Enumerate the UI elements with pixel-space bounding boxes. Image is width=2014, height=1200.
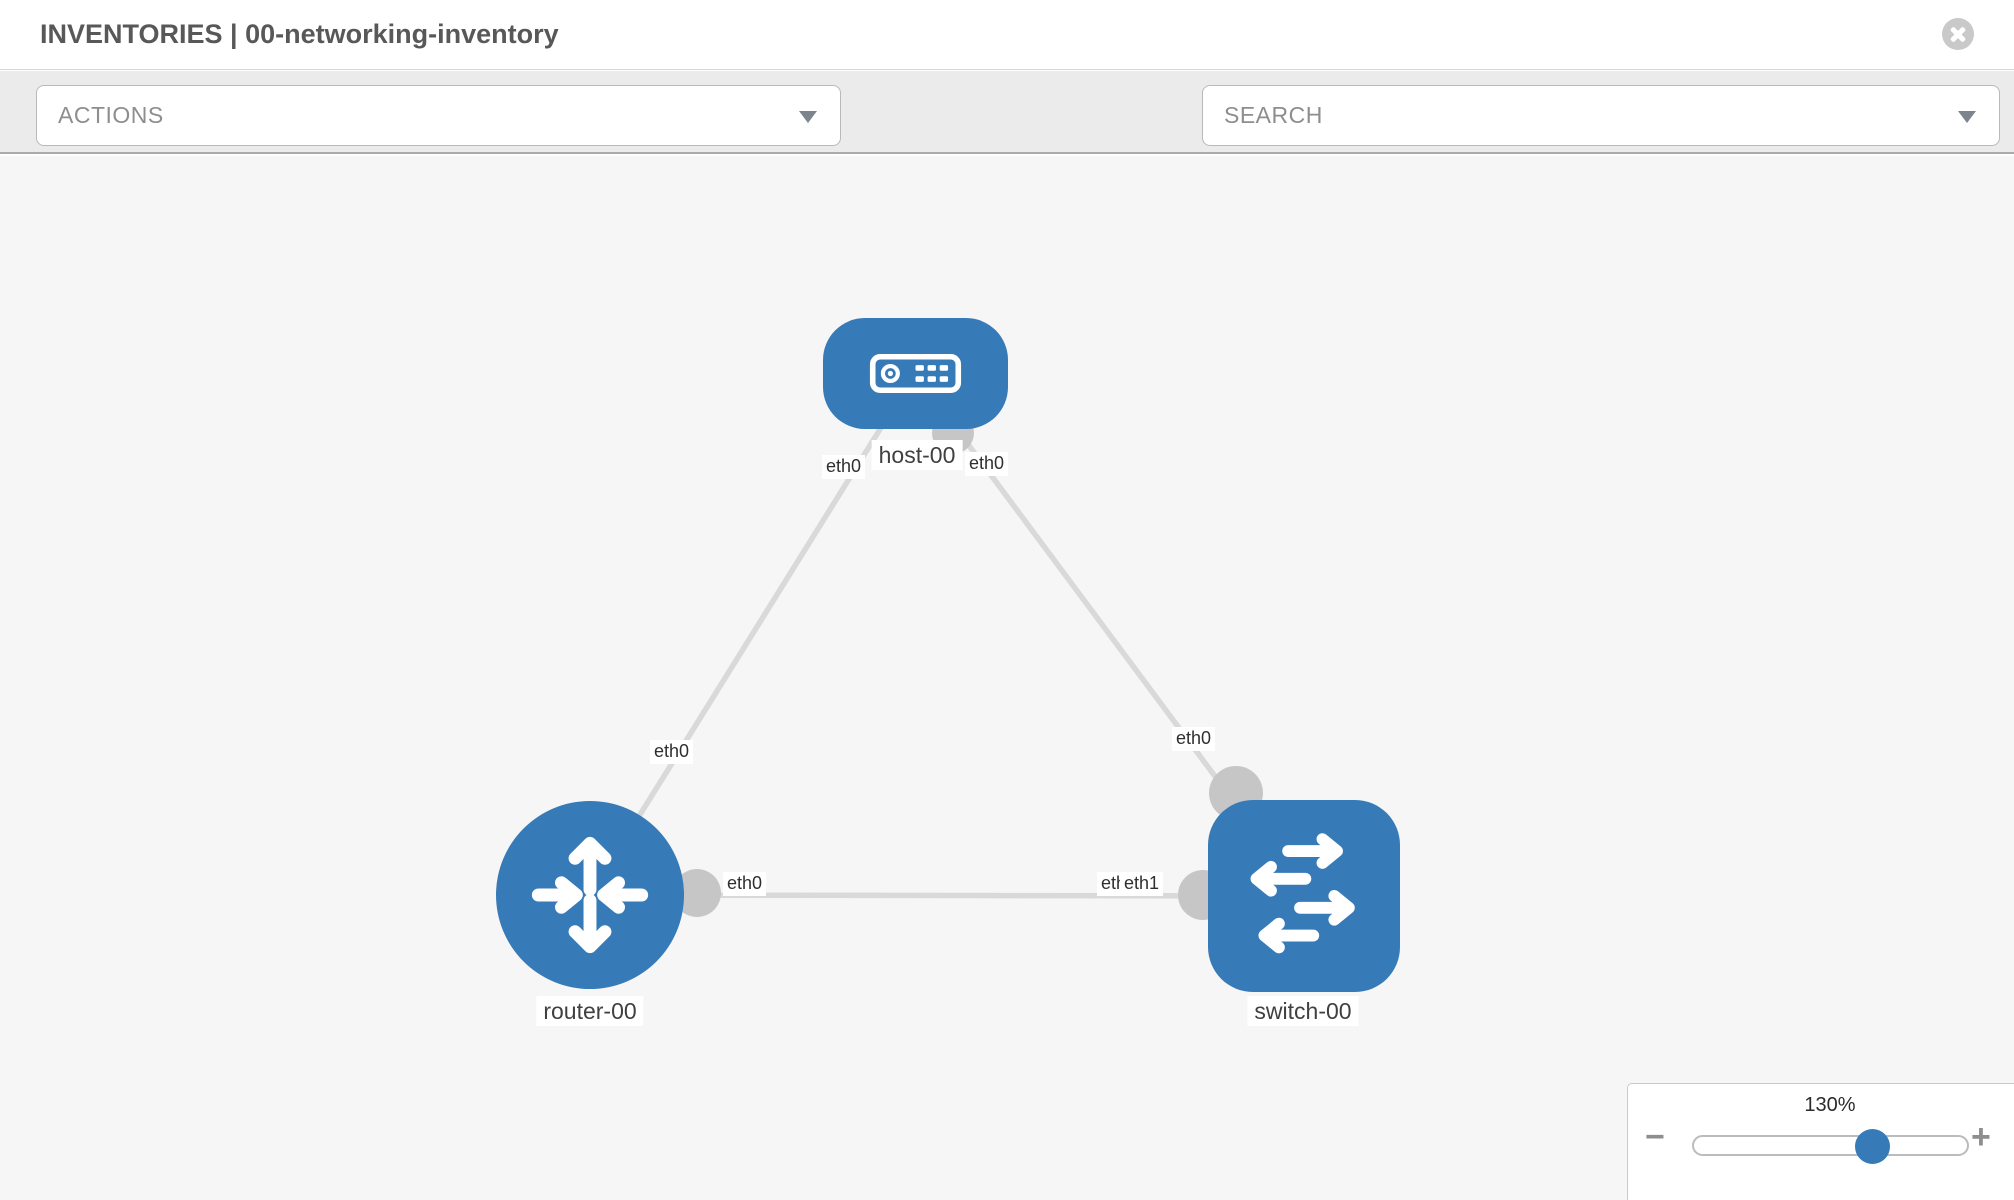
zoom-level-label: 130% [1804,1094,1856,1116]
zoom-panel: 130% − + [1627,1083,2014,1200]
iface-label-switch-eth1-left: eth1 [1120,872,1164,896]
page-title: INVENTORIES | 00-networking-inventory [40,19,559,49]
search-dropdown[interactable]: SEARCH [1202,85,2000,146]
close-icon [1942,18,1974,50]
router-icon [531,836,649,954]
chevron-down-icon [1958,111,1976,123]
zoom-out-button[interactable]: − [1645,1118,1665,1156]
node-label-switch: switch-00 [1247,996,1359,1027]
iface-label-router-eth0-right: eth0 [723,872,767,896]
switch-icon [1250,833,1355,954]
node-label-host: host-00 [871,440,963,471]
header: INVENTORIES | 00-networking-inventory [0,0,2014,70]
zoom-in-button[interactable]: + [1971,1118,1991,1156]
connector-router-eth0[interactable] [673,869,721,917]
close-button[interactable] [1942,18,1974,50]
node-router-00[interactable] [496,801,684,989]
actions-dropdown-label: ACTIONS [58,102,164,128]
toolbar: ACTIONS SEARCH [0,71,2014,203]
iface-label-host-eth0-right: eth0 [965,452,1009,476]
zoom-slider-track[interactable] [1692,1129,1969,1164]
iface-label-switch-eth0-top: eth0 [1172,727,1216,751]
zoom-slider-thumb[interactable] [1855,1129,1890,1164]
host-icon [869,353,962,394]
iface-label-router-eth0-top: eth0 [650,740,694,764]
interface-connectors [673,412,1263,920]
node-switch-00[interactable] [1208,800,1400,992]
search-dropdown-label: SEARCH [1224,102,1323,128]
topology-canvas[interactable]: host-00 router-00 switch-00 eth0 eth0 et… [0,156,2014,1200]
actions-dropdown[interactable]: ACTIONS [36,85,841,146]
node-host-00[interactable] [823,318,1008,429]
node-label-router: router-00 [536,996,644,1027]
iface-label-host-eth0-left: eth0 [822,455,866,479]
chevron-down-icon [799,111,817,123]
